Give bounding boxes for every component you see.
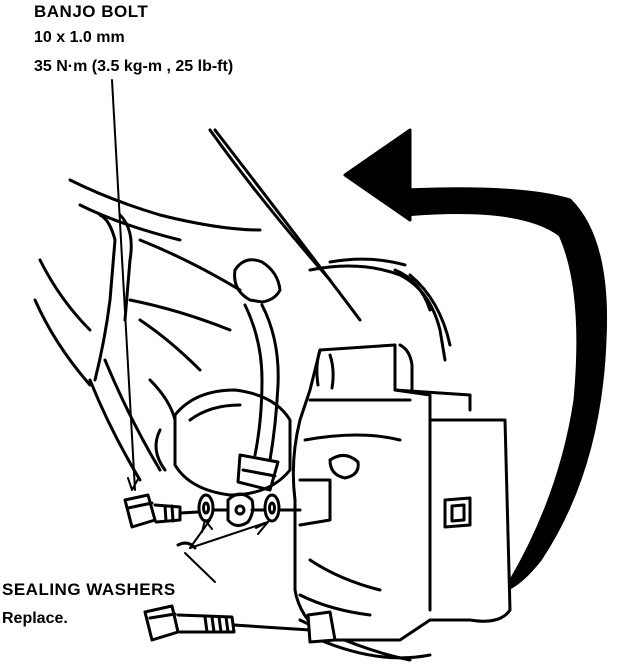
banjo-axis-line bbox=[178, 508, 302, 515]
sealing-washers-note: Replace. bbox=[2, 610, 68, 627]
sealing-washers-title: SEALING WASHERS bbox=[2, 580, 176, 599]
banjo-fitting bbox=[226, 492, 255, 527]
rotation-arrow-icon bbox=[343, 128, 608, 592]
lower-mounting-bolt bbox=[143, 604, 337, 644]
banjo-bolt-torque: 35 N·m (3.5 kg-m , 25 lb-ft) bbox=[34, 58, 234, 75]
banjo-bolt bbox=[123, 493, 182, 529]
brake-rotor bbox=[298, 257, 452, 662]
suspension-outline bbox=[33, 128, 362, 482]
banjo-bolt-title: BANJO BOLT bbox=[34, 2, 149, 21]
banjo-bolt-size: 10 x 1.0 mm bbox=[34, 29, 125, 46]
leader-lines bbox=[111, 79, 269, 583]
hub-assembly bbox=[154, 388, 292, 497]
brake-caliper bbox=[291, 343, 512, 642]
sealing-washer-1 bbox=[197, 493, 215, 523]
brake-hose bbox=[233, 258, 282, 492]
sealing-washer-2 bbox=[263, 493, 281, 523]
